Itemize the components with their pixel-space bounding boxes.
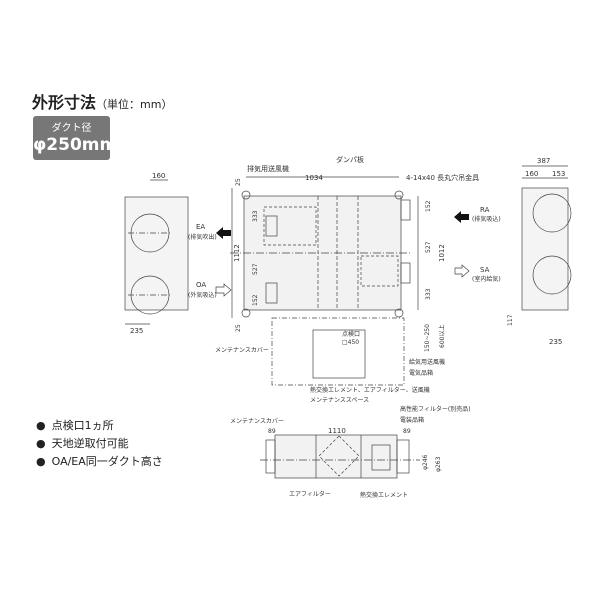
dim-117: 117 xyxy=(507,314,514,326)
duct-label: ダクト径 xyxy=(51,123,92,134)
dim-527-left: 527 xyxy=(252,263,259,275)
feature-item: OA/EA同一ダクト高さ xyxy=(36,453,163,471)
label-parts: 熱交換エレメント、エアフィルター、送風機 xyxy=(310,386,430,394)
dim-160-right: 160 xyxy=(525,170,538,178)
ra-label: RA xyxy=(480,206,490,214)
sa-label: SA xyxy=(480,266,490,274)
label-element: 熱交換エレメント xyxy=(360,491,408,499)
label-inspection-size: □450 xyxy=(342,339,359,346)
label-fan-supply: 給気用送風機 xyxy=(409,358,445,366)
ra-sub: (排気吸込) xyxy=(472,215,501,223)
sa-sub: (室内給気) xyxy=(472,275,501,283)
label-fan-exhaust: 排気用送風機 xyxy=(247,164,289,173)
exhaust-arrow-icon xyxy=(216,227,231,239)
label-hp-filter: 高性能フィルター(別売品) xyxy=(400,405,471,413)
label-bottom-elec: 電装品箱 xyxy=(400,416,424,424)
dim-527-right: 527 xyxy=(425,241,432,253)
feature-list: 点検口1ヵ所 天地逆取付可能 OA/EA同一ダクト高さ xyxy=(36,417,163,471)
duct-badge: ダクト径 φ250mm xyxy=(33,116,118,160)
dim-89-right: 89 xyxy=(403,428,411,435)
bottom-view: メンテナンスカバー 高性能フィルター(別売品) 電装品箱 89 1110 89 … xyxy=(230,405,471,499)
ea-label: EA xyxy=(196,223,205,231)
feature-item: 天地逆取付可能 xyxy=(36,435,163,453)
dim-1034: 1034 xyxy=(305,174,323,182)
dim-152-right: 152 xyxy=(425,200,432,212)
sa-arrow-icon xyxy=(454,264,470,278)
feature-item: 点検口1ヵ所 xyxy=(36,417,163,435)
label-elec-box: 電気品箱 xyxy=(409,369,433,377)
label-inspection: 点検口 xyxy=(342,330,360,338)
label-bottom-cover: メンテナンスカバー xyxy=(230,418,284,425)
dim-153: 153 xyxy=(552,170,565,178)
dim-387: 387 xyxy=(537,157,550,165)
dim-phi263: φ263 xyxy=(435,456,442,472)
label-space: メンテナンススペース xyxy=(310,397,369,404)
label-air-filter: エアフィルター xyxy=(289,490,331,498)
oa-label: OA xyxy=(196,281,206,289)
duct-size: φ250mm xyxy=(33,135,118,155)
dim-235-right: 235 xyxy=(549,338,562,346)
ra-arrow-icon xyxy=(454,211,469,223)
oa-sub: (外気吸込) xyxy=(188,291,217,299)
label-hanger: 4-14x40 長丸穴吊金具 xyxy=(406,173,479,182)
plan-view: 排気用送風機 ダンパ板 1034 4-14x40 長丸穴吊金具 25 333 5… xyxy=(215,155,501,404)
intake-arrow-icon xyxy=(215,283,232,297)
dim-235: 235 xyxy=(130,327,143,335)
dim-160: 160 xyxy=(152,172,165,180)
ea-sub: (排気吹出) xyxy=(188,233,217,241)
dim-333-left: 333 xyxy=(252,210,259,222)
title-text: 外形寸法 xyxy=(32,93,97,112)
dim-89-left: 89 xyxy=(268,428,276,435)
dim-600: 600以上 xyxy=(438,325,446,348)
dim-1110: 1110 xyxy=(328,427,346,435)
page-title: 外形寸法（単位：mm） xyxy=(32,89,172,113)
left-side-view: 160 235 EA (排気吹出) OA (外気吸込) xyxy=(124,172,232,335)
dim-150-250: 150~250 xyxy=(424,324,431,352)
unit-label: （単位：mm） xyxy=(96,98,173,111)
dim-25-bottom: 25 xyxy=(235,324,242,332)
label-cover: メンテナンスカバー xyxy=(215,347,269,354)
dim-152-left: 152 xyxy=(252,294,259,306)
dim-333-right: 333 xyxy=(425,288,432,300)
dim-1112: 1112 xyxy=(233,244,241,262)
right-side-view: 387 160 153 117 235 xyxy=(507,157,572,346)
dim-25-top: 25 xyxy=(235,178,242,186)
dim-phi246: φ246 xyxy=(422,454,429,470)
dim-1012: 1012 xyxy=(438,244,446,262)
label-damper: ダンパ板 xyxy=(336,155,364,164)
